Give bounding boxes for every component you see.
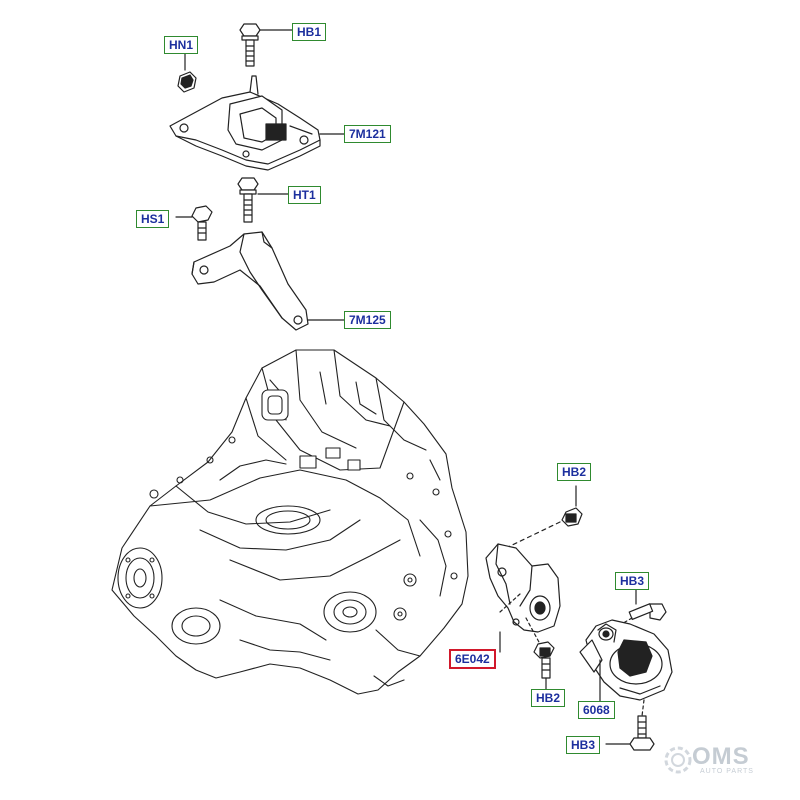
callout-hn1: HN1 xyxy=(164,36,199,54)
callout-hb3-bottom: HB3 xyxy=(566,736,601,754)
mount-7m121-part xyxy=(169,75,345,171)
bolt-ht1-part xyxy=(237,177,289,223)
callout-ht1: HT1 xyxy=(288,186,321,204)
callout-6068: 6068 xyxy=(578,701,615,719)
callout-hs1: HS1 xyxy=(136,210,170,228)
bolt-hb3-top-part xyxy=(617,589,667,627)
watermark-subtext: AUTO PARTS xyxy=(700,768,754,775)
bracket-6e042-part xyxy=(485,543,561,653)
bracket-7m125-part xyxy=(191,231,345,331)
gearbox-housing-part xyxy=(111,349,469,695)
callout-hb2-top: HB2 xyxy=(557,463,592,481)
callout-hb2-bottom: HB2 xyxy=(531,689,566,707)
callout-hb1: HB1 xyxy=(292,23,327,41)
bolt-hs1-part xyxy=(175,205,213,241)
bolt-hb1-part xyxy=(239,23,293,67)
callout-hb3-top: HB3 xyxy=(615,572,650,590)
callout-7m121: 7M121 xyxy=(344,125,391,143)
callout-6e042-highlighted: 6E042 xyxy=(449,649,496,669)
watermark-text: OMS xyxy=(692,743,750,770)
callout-7m125: 7M125 xyxy=(344,311,391,329)
bolt-hb2-top-part xyxy=(505,485,583,549)
bolt-hb2-bottom-part xyxy=(525,617,555,691)
nut-hn1-part xyxy=(177,51,197,93)
mount-6068-part xyxy=(579,619,673,703)
watermark-gear-icon xyxy=(664,746,692,774)
bolt-hb3-bottom-part xyxy=(605,699,655,751)
